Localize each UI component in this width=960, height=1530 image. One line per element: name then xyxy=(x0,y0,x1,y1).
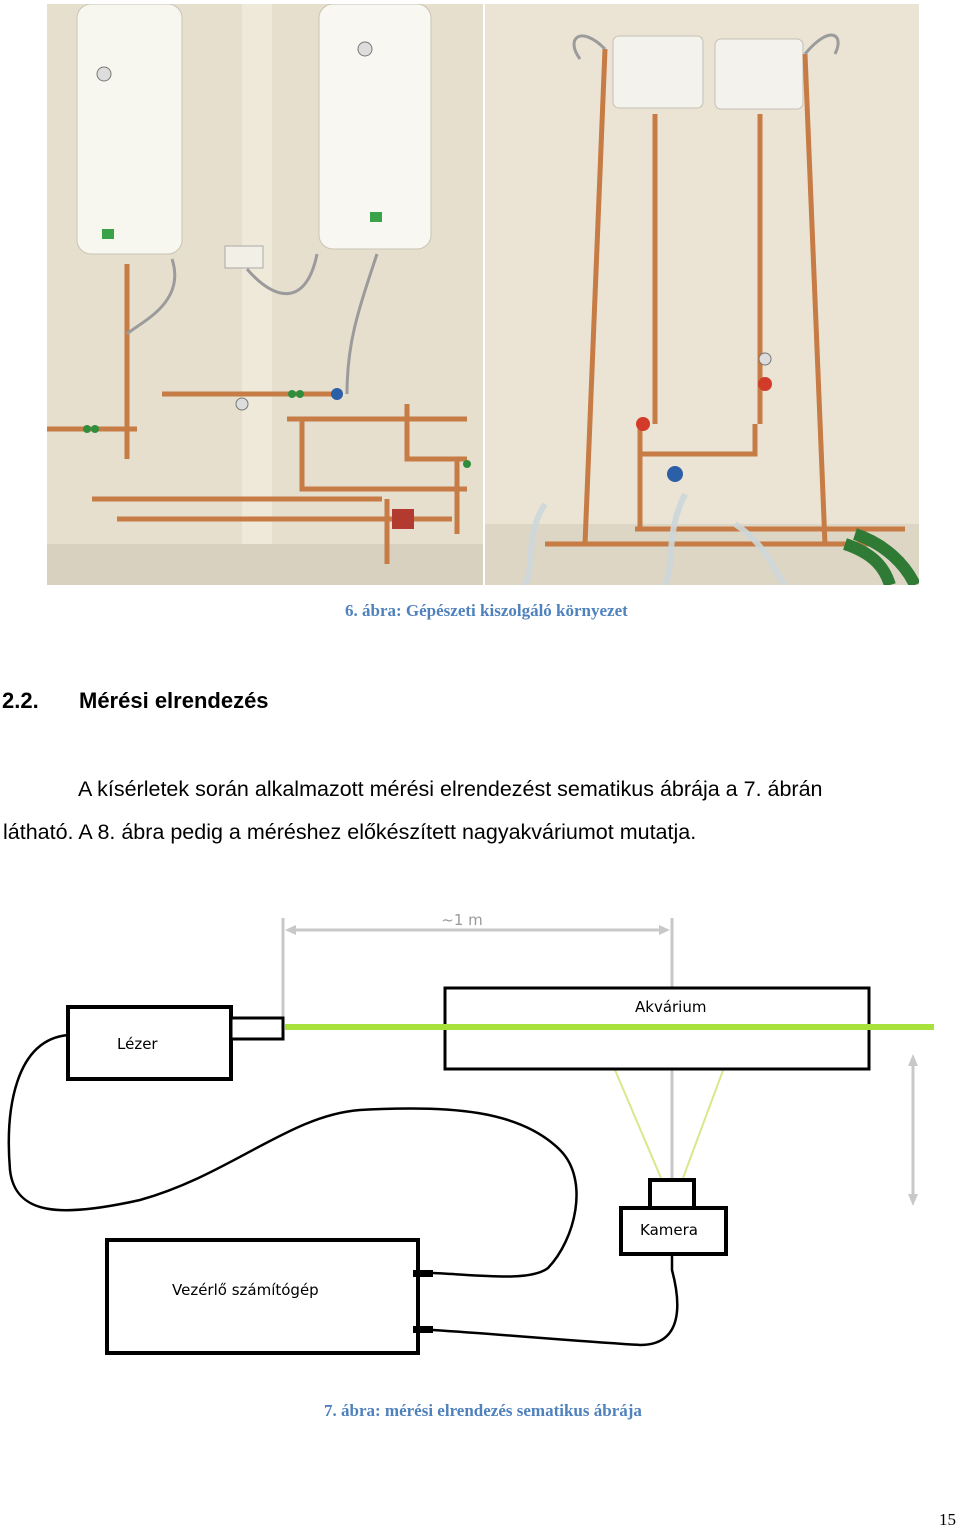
paragraph-line-1: A kísérletek során alkalmazott mérési el… xyxy=(78,777,823,801)
computer-box xyxy=(105,1238,420,1355)
page-number: 15 xyxy=(939,1510,956,1529)
distance-dimension xyxy=(281,918,918,1206)
photo-pipe-installation xyxy=(485,4,919,585)
laser-cable xyxy=(7,1033,578,1278)
photo-water-heaters xyxy=(47,4,483,585)
laser-emitter xyxy=(229,1016,285,1041)
camera-body xyxy=(619,1206,728,1256)
pipe-installation-image xyxy=(485,4,919,585)
camera-cable xyxy=(432,1254,679,1347)
computer-port-2 xyxy=(413,1326,433,1333)
paragraph-line-2: látható. A 8. ábra pedig a méréshez elők… xyxy=(3,820,697,844)
figure-6-caption: 6. ábra: Gépészeti kiszolgáló környezet xyxy=(345,601,628,620)
aquarium-label: Akvárium xyxy=(635,998,706,1016)
water-heaters-image xyxy=(47,4,483,585)
figure-7-caption: 7. ábra: mérési elrendezés sematikus ábr… xyxy=(324,1401,642,1420)
computer-port-1 xyxy=(413,1270,433,1277)
section-heading: 2.2. Mérési elrendezés xyxy=(2,688,402,718)
measurement-schematic: ~1 m Lézer Akvárium Kamera Vezérlő számí… xyxy=(7,911,934,1355)
camera-label: Kamera xyxy=(640,1221,698,1239)
section-number: 2.2. xyxy=(2,688,39,713)
camera-lens xyxy=(648,1178,696,1210)
laser-box xyxy=(66,1005,233,1081)
computer-label: Vezérlő számítógép xyxy=(172,1281,319,1299)
section-title: Mérési elrendezés xyxy=(79,688,269,713)
distance-label: ~1 m xyxy=(441,911,483,929)
laser-label: Lézer xyxy=(117,1035,158,1053)
